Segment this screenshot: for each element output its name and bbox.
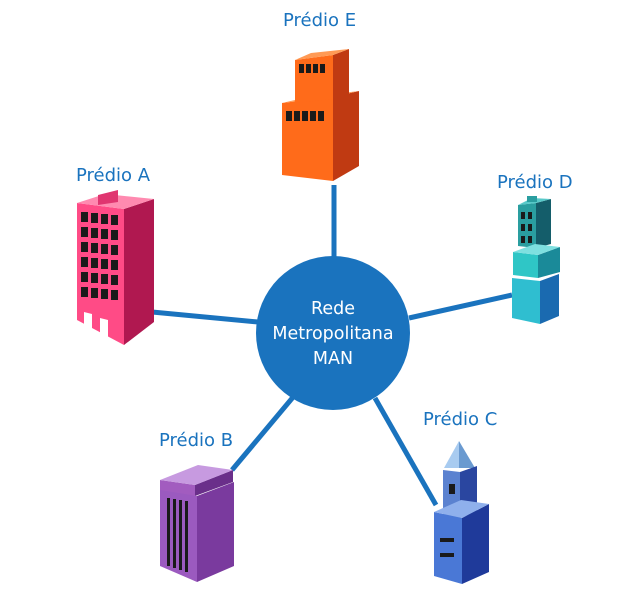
predio-e-label: Prédio E: [283, 10, 356, 31]
predio-e-node: Prédio E: [282, 10, 359, 181]
predio-d-node: Prédio D: [497, 172, 573, 324]
predio-b-node: Prédio B: [159, 430, 234, 582]
office-block-building-icon: [160, 465, 234, 582]
predio-a-node: Prédio A: [76, 165, 154, 345]
predio-b-label: Prédio B: [159, 430, 233, 451]
spire-tower-building-icon: [434, 441, 489, 584]
connection-lines: [151, 185, 513, 507]
predio-c-node: Prédio C: [423, 409, 497, 584]
predio-a-label: Prédio A: [76, 165, 151, 186]
hub-circle: [256, 256, 410, 410]
hub-label-line-2: Metropolitana: [272, 324, 393, 344]
stepped-tower-building-icon: [512, 196, 560, 324]
stepped-office-building-icon: [282, 49, 359, 181]
link-hub-to-predio-b: [230, 394, 296, 472]
predio-d-label: Prédio D: [497, 172, 573, 193]
office-tower-building-icon: [77, 190, 154, 345]
hub-label-line-3: MAN: [313, 349, 353, 369]
link-hub-to-predio-c: [372, 396, 439, 507]
link-hub-to-predio-d: [408, 292, 513, 321]
predio-c-label: Prédio C: [423, 409, 497, 430]
hub-node: Rede Metropolitana MAN: [256, 256, 410, 410]
link-hub-to-predio-a: [151, 309, 259, 325]
hub-label-line-1: Rede: [311, 299, 355, 319]
